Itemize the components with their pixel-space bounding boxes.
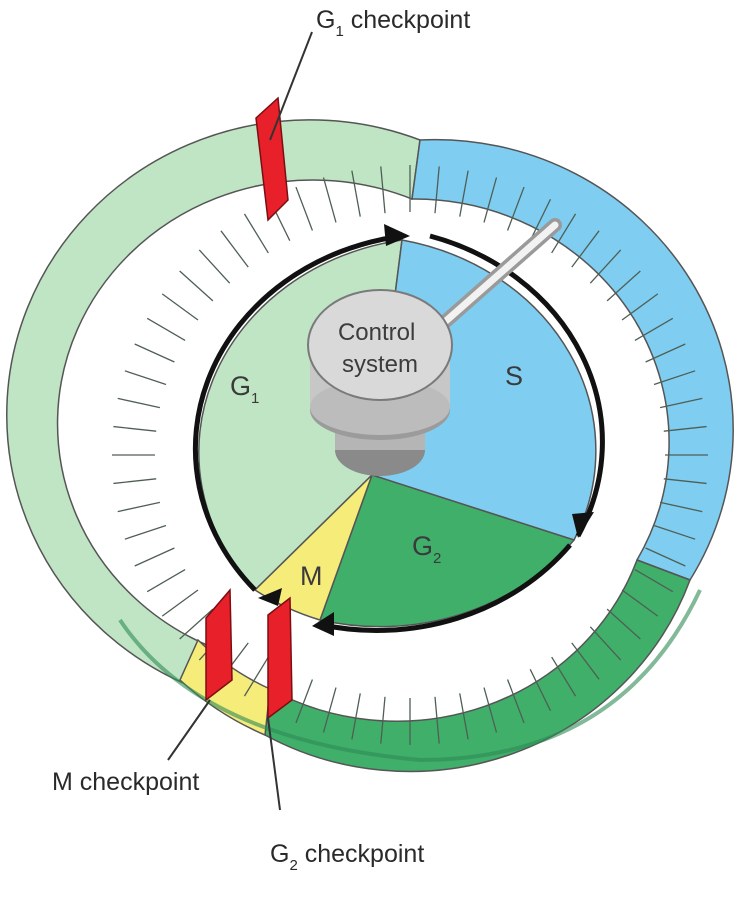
ring-tick bbox=[571, 230, 600, 268]
ring-tick bbox=[351, 693, 361, 740]
ring-tick bbox=[506, 679, 525, 724]
ring-tick bbox=[434, 166, 440, 214]
arrowhead-top-icon bbox=[384, 224, 410, 246]
ring-tick bbox=[380, 696, 386, 744]
ring-tick bbox=[146, 317, 186, 342]
phase-label-g1: G1 bbox=[230, 371, 259, 407]
g1-checkpoint-flag bbox=[255, 96, 289, 222]
ring-tick bbox=[589, 626, 622, 661]
phase-label-m: M bbox=[300, 561, 323, 591]
ring-tick bbox=[117, 397, 161, 409]
ring-tick bbox=[322, 687, 337, 733]
ring-tick bbox=[606, 270, 641, 302]
ring-tick bbox=[659, 397, 703, 409]
ring-tick bbox=[161, 589, 199, 617]
ring-tick bbox=[124, 524, 167, 540]
ring-tick bbox=[161, 293, 199, 321]
ring-tick bbox=[243, 213, 269, 254]
ring-tick bbox=[529, 669, 552, 712]
ring-tick bbox=[653, 524, 696, 540]
arrowhead-bottom-icon bbox=[312, 612, 334, 636]
ring-tick bbox=[113, 478, 157, 485]
ring-tick bbox=[134, 547, 175, 567]
ring-tick-lines bbox=[112, 165, 708, 745]
ring-tick bbox=[634, 317, 674, 342]
phase-label-s: S bbox=[505, 361, 523, 391]
ring-tick bbox=[295, 186, 314, 231]
ring-tick bbox=[243, 656, 269, 697]
ring-tick bbox=[606, 608, 641, 640]
ring-tick bbox=[434, 696, 440, 744]
g2-checkpoint-flag bbox=[267, 596, 293, 720]
ring-tick bbox=[663, 425, 707, 432]
ring-tick bbox=[645, 547, 686, 567]
g2-checkpoint-label: G2 checkpoint bbox=[270, 840, 424, 874]
ring-tick bbox=[589, 249, 622, 284]
control-system-knob bbox=[307, 218, 562, 476]
arrowhead-right-icon bbox=[572, 512, 594, 538]
ring-tick bbox=[124, 370, 167, 386]
ring-tick bbox=[663, 478, 707, 485]
checkpoint-flags bbox=[205, 96, 293, 720]
cycle-arrow-arc-top bbox=[192, 233, 403, 592]
ring-tick bbox=[621, 293, 659, 321]
control-system-label: Control system bbox=[338, 319, 422, 378]
ring-tick bbox=[483, 687, 498, 733]
ring-tick bbox=[483, 177, 498, 223]
ring-tick bbox=[653, 370, 696, 386]
ring-tick bbox=[571, 642, 600, 680]
cycle-arrow-arc-bottom bbox=[317, 543, 572, 633]
ring-segment-s bbox=[411, 138, 734, 581]
ring-tick bbox=[659, 501, 703, 513]
arrowhead-m-icon bbox=[258, 588, 282, 606]
ring-tick bbox=[506, 186, 525, 231]
ring-tick bbox=[117, 501, 161, 513]
ring-tick bbox=[529, 198, 552, 241]
ring-tick bbox=[134, 343, 175, 363]
ring-tick bbox=[634, 568, 674, 593]
g1-checkpoint-label: G1 checkpoint bbox=[316, 6, 470, 40]
ring-tick bbox=[220, 230, 249, 268]
ring-tick bbox=[179, 608, 214, 640]
ring-tick bbox=[198, 249, 231, 284]
ring-tick bbox=[351, 170, 361, 217]
cycle-arrow-arc-right bbox=[429, 233, 605, 538]
ring-tick bbox=[551, 656, 577, 697]
ring-tick bbox=[645, 343, 686, 363]
ring-tick bbox=[551, 213, 577, 254]
outer-ring bbox=[6, 119, 734, 773]
leader-lines bbox=[167, 31, 313, 811]
ring-tick bbox=[179, 270, 214, 302]
ring-bottom-edge bbox=[118, 589, 702, 763]
ring-tick bbox=[459, 693, 469, 740]
ring-tick bbox=[621, 589, 659, 617]
m-checkpoint-flag bbox=[205, 588, 233, 702]
ring-tick bbox=[113, 425, 157, 432]
ring-segment-m bbox=[179, 638, 271, 737]
m-checkpoint-label: M checkpoint bbox=[52, 768, 199, 796]
ring-tick bbox=[295, 679, 314, 724]
ring-tick bbox=[459, 170, 469, 217]
ring-tick bbox=[146, 568, 186, 593]
ring-tick bbox=[380, 166, 386, 214]
ring-tick bbox=[322, 177, 337, 223]
phase-label-g2: G2 bbox=[412, 531, 441, 567]
